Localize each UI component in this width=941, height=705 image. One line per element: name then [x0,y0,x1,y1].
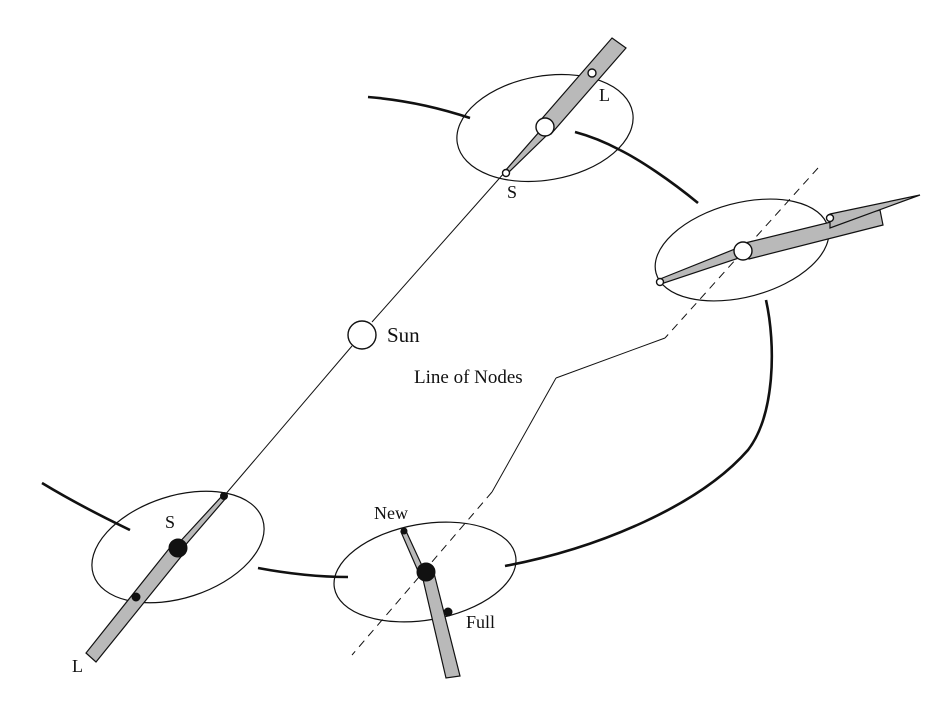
earth-shadow-bottom-left [85,544,185,663]
earth-orbit-segment-top [367,95,471,120]
moon-right-near [655,277,665,287]
moon-bottom-left-near [220,492,228,500]
sun-circle [347,320,377,350]
label-new: New [374,503,408,523]
earth-top [535,117,555,137]
label-l-top: L [599,85,610,105]
earth-shadow-top [538,37,627,135]
line-of-nodes-label: Line of Nodes [414,367,523,388]
line-of-nodes-pointer-down [491,377,557,493]
moon-orbit-bottom-left [91,490,265,604]
sun-line-upper [371,171,506,323]
sun-line-lower [223,345,353,497]
moon-orbit-top [456,73,634,183]
earth-position-bottom-left: S L [72,490,265,676]
moon-right-far [825,213,835,223]
earth-shadow-right [744,209,884,260]
sun-label: Sun [387,323,420,347]
moon-bottom-left-far [131,592,141,602]
sun-earth-line [223,171,506,497]
earth-orbit-segment-right-upper [619,148,699,205]
earth-bottom-center [416,562,436,582]
line-of-nodes-bottom [351,491,493,656]
moon-full [443,607,453,617]
earth-orbit [41,95,774,579]
label-l-bottom: L [72,656,83,676]
earth-orbit-segment-top-inner [574,130,621,152]
earth-position-top: L S [456,37,634,202]
earth-position-right [654,167,921,339]
label-s-top: S [507,182,517,202]
earth-right [733,241,753,261]
earth-shadow-bottom-center [421,572,461,679]
earth-position-bottom-center: New Full [333,491,517,679]
label-full: Full [466,612,495,632]
sun-wedge-top [504,130,547,174]
earth-orbit-segment-bottom-left [257,566,349,579]
earth-bottom-left [168,538,188,558]
moon-top-s [501,168,511,178]
line-of-nodes-pointer-right [555,337,666,379]
moon-top-l [587,68,597,78]
moon-new [400,527,408,535]
earth-orbit-segment-left [41,481,131,532]
earth-orbit-segment-bottom-right [504,299,774,568]
line-of-nodes-callout: Line of Nodes [414,337,666,493]
label-s-bottom: S [165,512,175,532]
